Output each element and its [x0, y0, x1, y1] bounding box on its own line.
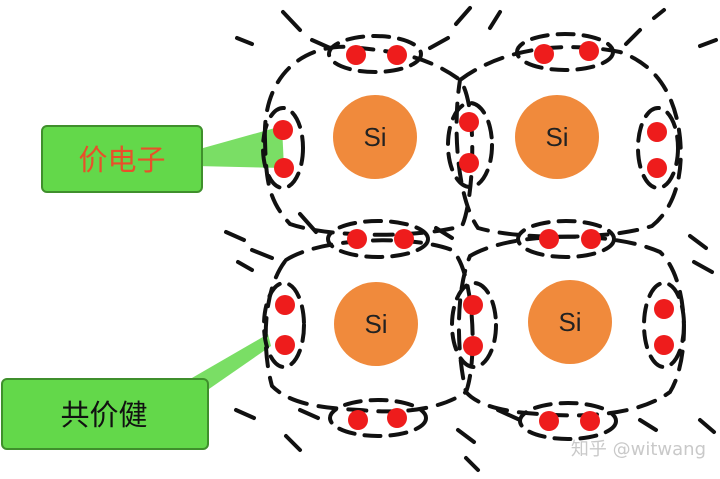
electron — [580, 411, 600, 431]
bond-top-right — [515, 32, 615, 72]
stub — [698, 38, 718, 48]
bond-left-upper — [261, 106, 305, 190]
electron — [275, 295, 295, 315]
electron — [463, 295, 483, 315]
valence-callout-pointer — [196, 126, 284, 168]
electron — [581, 229, 601, 249]
electron — [387, 408, 407, 428]
cell-bottom-right — [456, 234, 686, 418]
bond-right-lower — [642, 281, 686, 369]
electron — [273, 120, 293, 140]
atom-label: Si — [364, 309, 387, 339]
valence-electron-label: 价电子 — [78, 143, 165, 177]
electron — [654, 299, 674, 319]
stub — [698, 418, 716, 434]
covalent-bond-label: 共价健 — [60, 398, 147, 432]
stub — [310, 38, 332, 50]
stub — [692, 260, 714, 274]
atom-si-top-left: Si — [333, 95, 417, 179]
electron — [346, 45, 366, 65]
electron — [647, 122, 667, 142]
stub — [235, 36, 254, 46]
atom-label: Si — [558, 307, 581, 337]
stub — [224, 230, 246, 242]
electron — [275, 335, 295, 355]
electrons — [273, 41, 674, 431]
electron — [347, 229, 367, 249]
electron — [459, 153, 479, 173]
stub — [464, 456, 480, 472]
stub — [454, 6, 472, 26]
electron — [463, 336, 483, 356]
atom-label: Si — [363, 122, 386, 152]
stub — [456, 428, 476, 444]
stub — [638, 418, 658, 432]
watermark-text: 知乎 @witwang — [571, 439, 706, 460]
bond-center-left — [326, 219, 430, 259]
stub — [234, 408, 256, 420]
electron — [459, 112, 479, 132]
electron — [394, 229, 414, 249]
bond-center-right — [516, 219, 616, 259]
electron — [539, 229, 559, 249]
stub — [250, 248, 274, 260]
stub — [652, 8, 666, 20]
stub — [298, 408, 320, 420]
stub — [281, 10, 302, 32]
atom-si-bottom-right: Si — [528, 280, 612, 364]
electron — [539, 411, 559, 431]
atom-si-top-right: Si — [515, 95, 599, 179]
electron — [579, 41, 599, 61]
electron — [387, 45, 407, 65]
atom-label: Si — [545, 122, 568, 152]
stub — [298, 212, 318, 234]
electron — [348, 410, 368, 430]
bond-middle-lower — [450, 281, 498, 369]
bond-top-left — [327, 34, 423, 74]
stub — [488, 10, 502, 30]
bond-ellipses — [261, 32, 686, 441]
electron — [534, 44, 554, 64]
bond-left-lower — [262, 281, 306, 369]
bond-middle-upper — [446, 101, 494, 189]
valence-electron-callout: 价电子 — [41, 125, 203, 193]
covalent-bond-callout: 共价健 — [1, 378, 209, 450]
electron — [654, 335, 674, 355]
electron — [647, 158, 667, 178]
stub — [428, 36, 450, 50]
stub — [236, 260, 254, 272]
bond-bottom-right — [518, 401, 618, 441]
stub — [688, 234, 708, 250]
atom-si-bottom-left: Si — [334, 282, 418, 366]
stub — [496, 408, 522, 422]
cell-bottom-left — [263, 238, 475, 414]
electron — [274, 158, 294, 178]
stub — [284, 434, 302, 452]
lattice-stubs — [224, 6, 718, 472]
stub — [434, 226, 454, 240]
stub — [624, 28, 642, 46]
bond-right-upper — [636, 106, 680, 190]
bond-bottom-left — [328, 398, 428, 438]
